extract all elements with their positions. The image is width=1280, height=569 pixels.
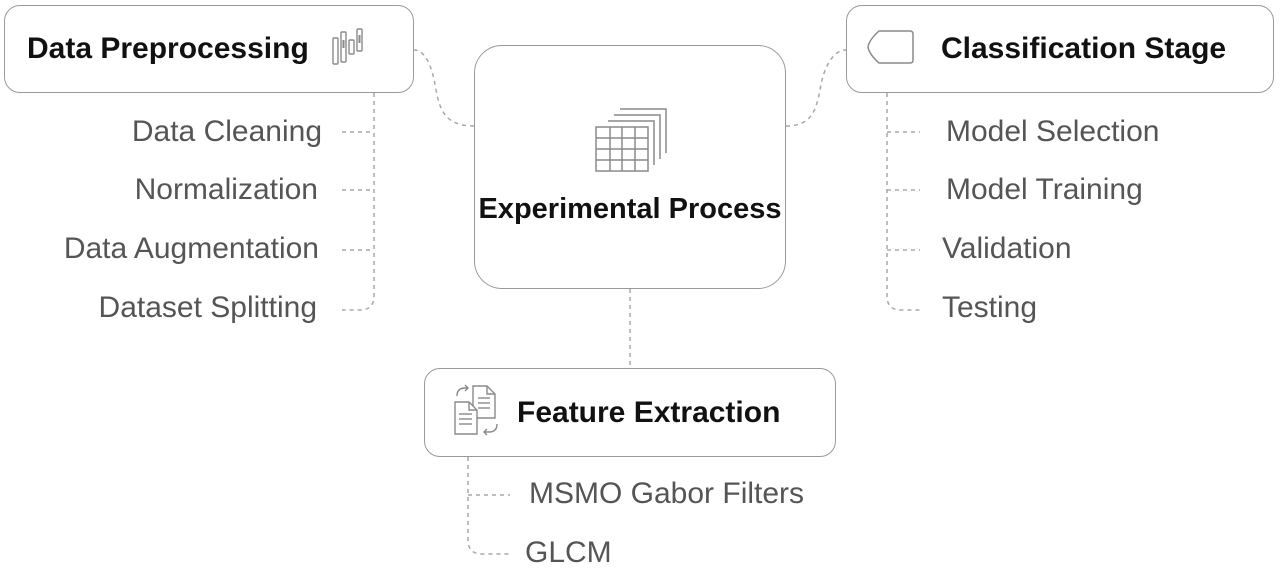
tag-shape-icon	[865, 28, 915, 71]
data-preprocessing-title: Data Preprocessing	[27, 32, 309, 65]
list-item: Normalization	[134, 173, 318, 206]
spreadsheet-stack-icon	[590, 107, 670, 182]
list-item: GLCM	[525, 536, 612, 569]
classification-stage-title: Classification Stage	[941, 32, 1227, 65]
connector-center-preprocessing	[413, 49, 475, 127]
columns-chart-icon	[331, 26, 369, 73]
classification-stage-box: Classification Stage	[846, 5, 1274, 93]
list-item: Model Selection	[946, 115, 1160, 148]
list-item: Validation	[942, 232, 1072, 265]
feature-extraction-box: Feature Extraction	[424, 368, 836, 457]
data-preprocessing-box: Data Preprocessing	[4, 5, 414, 93]
connector-preprocessing-trunk	[342, 93, 375, 311]
list-item: Dataset Splitting	[98, 291, 317, 324]
connector-feature-trunk	[467, 457, 510, 555]
connector-center-classification	[785, 49, 847, 127]
feature-extraction-title: Feature Extraction	[517, 395, 781, 429]
list-item: Model Training	[946, 173, 1143, 206]
list-item: Data Cleaning	[131, 115, 322, 148]
list-item: MSMO Gabor Filters	[529, 477, 805, 510]
connector-classification-trunk	[886, 93, 920, 311]
list-item: Testing	[942, 291, 1038, 324]
experimental-process-box: Experimental Process	[474, 45, 786, 289]
document-swap-icon	[451, 384, 501, 441]
experimental-process-title: Experimental Process	[478, 193, 782, 226]
list-item: Data Augmentation	[63, 232, 319, 265]
